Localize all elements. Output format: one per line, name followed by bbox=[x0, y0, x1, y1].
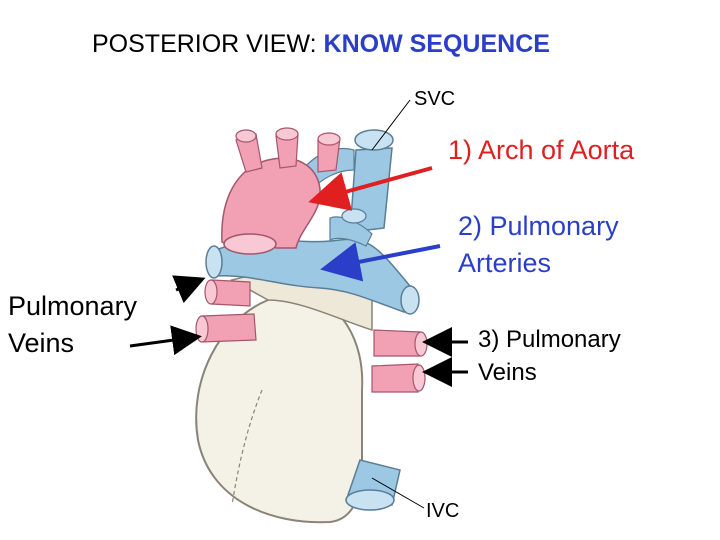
pulmonary-artery-branch-end bbox=[341, 208, 367, 224]
title-accent: KNOW SEQUENCE bbox=[323, 30, 550, 58]
left-vein-arrow-upper bbox=[172, 275, 206, 304]
pulmonary-vein-right-upper-end bbox=[414, 331, 428, 357]
pulmonary-vein-left-lower bbox=[201, 313, 257, 343]
svc-leader-line bbox=[371, 99, 411, 151]
pulmonary-vein-right-lower bbox=[371, 363, 419, 393]
ivc-leader-line bbox=[371, 477, 425, 509]
ivc-label: IVC bbox=[426, 500, 460, 522]
aortic-branch-1-end bbox=[235, 129, 257, 143]
slide-title: POSTERIOR VIEW: KNOW SEQUENCE bbox=[92, 30, 550, 59]
title-prefix: POSTERIOR VIEW: bbox=[92, 30, 324, 58]
pulmonary-veins-left-label: Pulmonary Veins bbox=[8, 288, 137, 362]
ivc-opening bbox=[345, 489, 395, 511]
heart-sulcus bbox=[231, 389, 263, 506]
aortic-arch bbox=[221, 157, 321, 249]
pulmonary-veins-right-label: 3) Pulmonary Veins bbox=[478, 323, 621, 389]
arch-of-aorta-label: 1) Arch of Aorta bbox=[448, 135, 635, 165]
pulmonary-veins-right-label-line1: 3) Pulmonary bbox=[478, 326, 621, 353]
pulmonary-vein-left-upper bbox=[211, 279, 251, 307]
pulmonary-arteries-label-line1: 2) Pulmonary bbox=[458, 211, 619, 241]
pulmonary-vein-right-lower-end bbox=[412, 364, 426, 392]
arch-arrow bbox=[308, 166, 433, 211]
pulmonary-arteries-label-line2: Arteries bbox=[458, 248, 552, 278]
aortic-branch-3-end bbox=[317, 132, 341, 146]
heart-body bbox=[195, 290, 364, 524]
svc-label: SVC bbox=[414, 88, 456, 110]
pulmonary-arteries-label: 2) Pulmonary Arteries bbox=[458, 208, 619, 282]
left-vein-arrow-lower bbox=[129, 325, 202, 356]
aorta-opening bbox=[223, 233, 277, 255]
pulmonary-vein-right-upper bbox=[373, 329, 421, 357]
pulmonary-artery-arrow bbox=[320, 242, 441, 282]
pulmonary-vein-left-upper-end bbox=[204, 279, 218, 305]
pulmonary-veins-left-label-line2: Veins bbox=[8, 328, 75, 358]
aortic-branch-2-end bbox=[275, 127, 299, 141]
pulmonary-veins-right-label-line2: Veins bbox=[478, 359, 537, 386]
pulmonary-artery-left-end bbox=[205, 245, 223, 279]
pulmonary-vein-left-lower-end bbox=[195, 315, 209, 343]
pulmonary-veins-left-label-line1: Pulmonary bbox=[8, 291, 138, 321]
pulmonary-artery-right-end bbox=[400, 285, 420, 315]
